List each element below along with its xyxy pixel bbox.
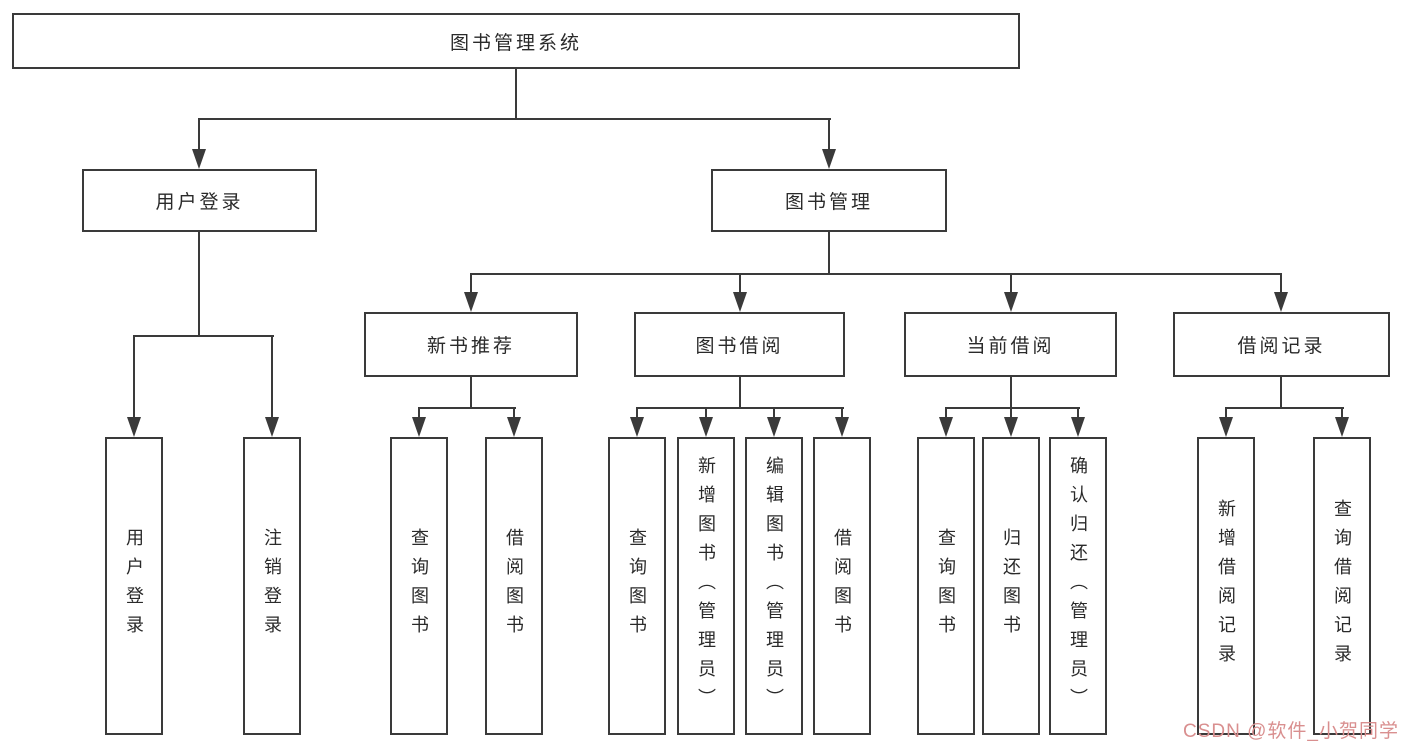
arrowhead-down-icon <box>412 417 426 437</box>
leaf-logout-label: 注销登录 <box>262 528 282 644</box>
leaf-user-login: 用户登录 <box>105 437 163 735</box>
connector-drop-module <box>1010 273 1012 293</box>
connector-drop-book-management <box>828 118 830 150</box>
connector-drop-leaf <box>636 407 638 418</box>
leaf-logout: 注销登录 <box>243 437 301 735</box>
arrowhead-down-icon <box>822 149 836 169</box>
arrowhead-down-icon <box>733 292 747 312</box>
leaf-edit-books-admin-label: 编辑图书（管理员） <box>764 455 784 717</box>
arrowhead-down-icon <box>1274 292 1288 312</box>
connector-recommend-stem <box>470 377 472 407</box>
leaf-add-borrow-record-label: 新增借阅记录 <box>1216 499 1236 673</box>
leaf-query-books-current-label: 查询图书 <box>936 528 956 644</box>
connector-drop-leaf <box>418 407 420 418</box>
arrowhead-down-icon <box>265 417 279 437</box>
arrowhead-down-icon <box>1219 417 1233 437</box>
arrowhead-down-icon <box>1004 417 1018 437</box>
connector-drop-leaf <box>773 407 775 418</box>
connector-drop-leaf <box>133 335 135 418</box>
connector-drop-leaf <box>271 335 273 418</box>
connector-book-management-rail <box>470 273 1282 275</box>
leaf-borrow-books-borrow: 借阅图书 <box>813 437 871 735</box>
arrowhead-down-icon <box>192 149 206 169</box>
csdn-watermark: CSDN @软件_小贺同学 <box>1183 721 1399 742</box>
leaf-edit-books-admin: 编辑图书（管理员） <box>745 437 803 735</box>
node-new-book-recommend-label: 新书推荐 <box>426 336 515 357</box>
connector-user-login-stem <box>198 232 200 335</box>
arrowhead-down-icon <box>630 417 644 437</box>
leaf-confirm-return-admin-label: 确认归还（管理员） <box>1068 455 1088 717</box>
node-current-borrow: 当前借阅 <box>904 312 1117 377</box>
leaf-query-books-borrow: 查询图书 <box>608 437 666 735</box>
leaf-query-borrow-record-label: 查询借阅记录 <box>1332 499 1352 673</box>
node-book-management: 图书管理 <box>711 169 947 232</box>
arrowhead-down-icon <box>127 417 141 437</box>
connector-borrow-rail <box>636 407 844 409</box>
arrowhead-down-icon <box>835 417 849 437</box>
leaf-add-books-admin: 新增图书（管理员） <box>677 437 735 735</box>
arrowhead-down-icon <box>1071 417 1085 437</box>
leaf-user-login-label: 用户登录 <box>124 528 144 644</box>
node-new-book-recommend: 新书推荐 <box>364 312 578 377</box>
connector-drop-leaf <box>705 407 707 418</box>
leaf-borrow-books-recommend-label: 借阅图书 <box>504 528 524 644</box>
node-book-borrow-label: 图书借阅 <box>695 336 784 357</box>
connector-borrow-stem <box>739 377 741 407</box>
leaf-return-books-label: 归还图书 <box>1001 528 1021 644</box>
connector-drop-leaf <box>945 407 947 418</box>
node-borrow-records: 借阅记录 <box>1173 312 1390 377</box>
connector-book-management-stem <box>828 232 830 273</box>
arrowhead-down-icon <box>699 417 713 437</box>
connector-current-stem <box>1010 377 1012 407</box>
connector-user-login-rail <box>133 335 274 337</box>
node-borrow-records-label: 借阅记录 <box>1237 336 1326 357</box>
connector-records-rail <box>1225 407 1344 409</box>
arrowhead-down-icon <box>939 417 953 437</box>
leaf-add-borrow-record: 新增借阅记录 <box>1197 437 1255 735</box>
connector-recommend-rail <box>418 407 516 409</box>
node-book-management-label: 图书管理 <box>784 192 873 213</box>
connector-drop-leaf <box>841 407 843 418</box>
connector-drop-leaf <box>1341 407 1343 418</box>
leaf-query-borrow-record: 查询借阅记录 <box>1313 437 1371 735</box>
arrowhead-down-icon <box>1335 417 1349 437</box>
leaf-return-books: 归还图书 <box>982 437 1040 735</box>
arrowhead-down-icon <box>767 417 781 437</box>
node-root: 图书管理系统 <box>12 13 1020 69</box>
connector-drop-leaf <box>1077 407 1079 418</box>
connector-drop-leaf <box>513 407 515 418</box>
connector-drop-leaf <box>1225 407 1227 418</box>
connector-drop-module <box>470 273 472 293</box>
leaf-query-books-recommend: 查询图书 <box>390 437 448 735</box>
arrowhead-down-icon <box>1004 292 1018 312</box>
connector-current-rail <box>945 407 1080 409</box>
connector-records-stem <box>1280 377 1282 407</box>
node-root-label: 图书管理系统 <box>449 32 582 54</box>
leaf-query-books-current: 查询图书 <box>917 437 975 735</box>
connector-drop-module <box>739 273 741 293</box>
node-user-login: 用户登录 <box>82 169 317 232</box>
connector-drop-leaf <box>1010 407 1012 418</box>
leaf-add-books-admin-label: 新增图书（管理员） <box>696 455 716 717</box>
arrowhead-down-icon <box>464 292 478 312</box>
leaf-query-books-recommend-label: 查询图书 <box>409 528 429 644</box>
connector-drop-module <box>1280 273 1282 293</box>
node-user-login-label: 用户登录 <box>155 192 244 213</box>
leaf-confirm-return-admin: 确认归还（管理员） <box>1049 437 1107 735</box>
leaf-borrow-books-recommend: 借阅图书 <box>485 437 543 735</box>
arrowhead-down-icon <box>507 417 521 437</box>
node-current-borrow-label: 当前借阅 <box>966 336 1055 357</box>
connector-root-rail <box>198 118 831 120</box>
connector-drop-user-login <box>198 118 200 150</box>
node-book-borrow: 图书借阅 <box>634 312 845 377</box>
leaf-query-books-borrow-label: 查询图书 <box>627 528 647 644</box>
connector-root-stem <box>515 69 517 118</box>
leaf-borrow-books-borrow-label: 借阅图书 <box>832 528 852 644</box>
